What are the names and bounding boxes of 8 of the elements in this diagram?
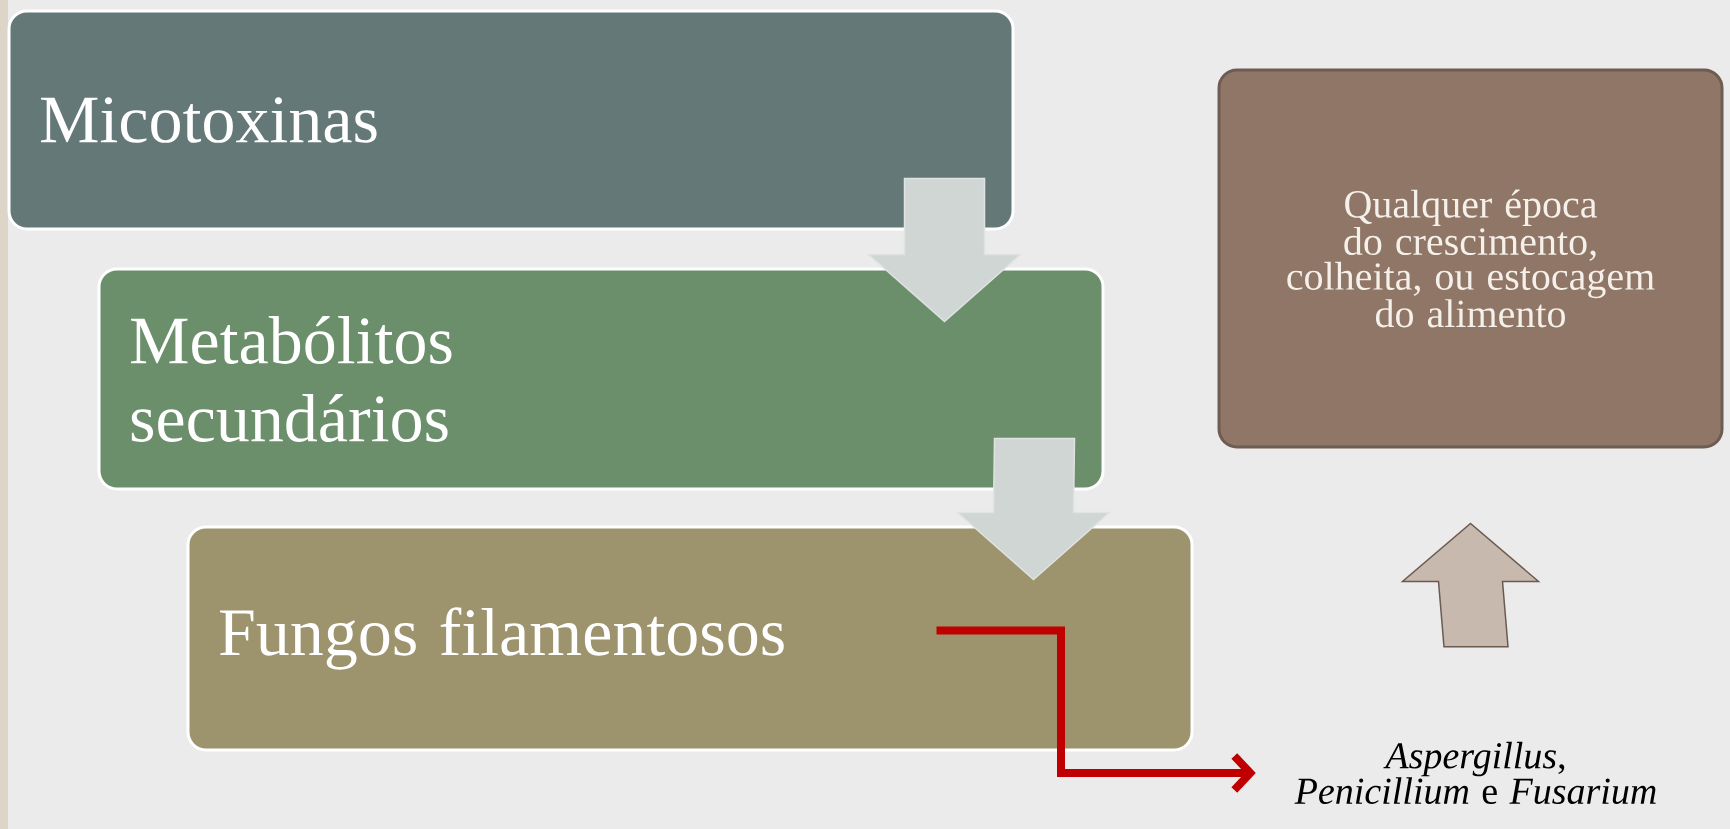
species-text: Aspergillus, Penicillium e Fusarium: [1294, 741, 1656, 805]
process-box: Micotoxinas: [7, 9, 1015, 231]
info-box: Qualquer época do crescimento, colheita, ou estocagem do alimento: [1217, 68, 1724, 449]
process-box: Fungos filamentosos: [186, 525, 1194, 752]
block-arrow: [955, 437, 1112, 581]
block-arrow: [1400, 522, 1541, 648]
process-box: Metabólitos secundários: [97, 267, 1105, 491]
block-arrow: [866, 177, 1023, 323]
